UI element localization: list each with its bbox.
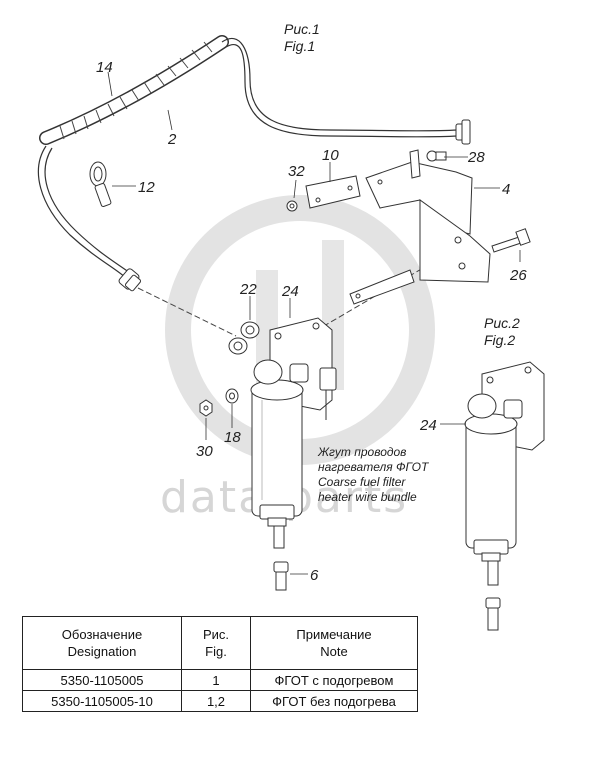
header-designation: Обозначение Designation [22,616,182,670]
table-row: 5350-1105005 1 ФГОТ с подогревом [22,669,418,691]
callout-10: 10 [322,147,339,164]
table-header-row: Обозначение Designation Рис. Fig. Примеч… [22,616,418,670]
callout-12: 12 [138,179,155,196]
callout-2: 2 [167,131,177,148]
callout-24-fig2: 24 [419,417,437,434]
fig2-label-ru: Рис.2 [484,315,520,331]
drain-plug-fig2 [485,597,501,631]
callout-4: 4 [502,181,510,198]
mounting-plate [305,175,361,209]
bracket [349,149,491,305]
washer-18 [225,388,239,404]
nuts-22 [228,321,260,355]
callout-24-fig1: 24 [281,283,299,300]
nut-30 [199,399,213,417]
cell-note: ФГОТ без подогрева [250,690,418,712]
fig1-label-ru: Рис.1 [284,21,320,37]
wire-label-line2: нагревателя ФГОТ [318,460,430,474]
cell-designation: 5350-1105005-10 [22,690,182,712]
coarse-fuel-filter-unheated [464,361,545,586]
drain-plug [273,561,289,591]
wire-label-line3: Coarse fuel filter [318,475,406,489]
callout-26: 26 [509,267,527,284]
connection-line [299,263,431,341]
callout-14: 14 [96,59,113,76]
header-fig: Рис. Fig. [181,616,251,670]
fig1-label-en: Fig.1 [284,38,315,54]
callout-28: 28 [467,149,485,166]
header-note: Примечание Note [250,616,418,670]
cell-designation: 5350-1105005 [22,669,182,691]
connection-line [137,287,237,337]
callout-22: 22 [239,281,257,298]
cell-fig: 1,2 [181,690,251,712]
wire-label-line4: heater wire bundle [318,490,417,504]
leader-lines [107,71,521,575]
corrugated-sleeve [39,35,229,145]
hose-fitting-top [455,119,471,145]
callout-18: 18 [224,429,241,446]
hose-clamp [89,161,112,207]
callout-30: 30 [196,443,213,460]
callout-32: 32 [288,163,305,180]
nut-32 [286,200,298,212]
wire-label-line1: Жгут проводов [317,445,406,459]
cell-fig: 1 [181,669,251,691]
hose-fitting-bottom [118,268,142,292]
fig2-label-en: Fig.2 [484,332,515,348]
cell-note: ФГОТ с подогревом [250,669,418,691]
fuel-hose [37,37,459,279]
bolt-26 [491,228,531,253]
designation-table: Обозначение Designation Рис. Fig. Примеч… [22,616,418,712]
coarse-fuel-filter-heated [250,317,337,549]
callout-6: 6 [310,567,319,584]
table-row: 5350-1105005-10 1,2 ФГОТ без подогрева [22,690,418,712]
bolt-28 [426,150,447,162]
